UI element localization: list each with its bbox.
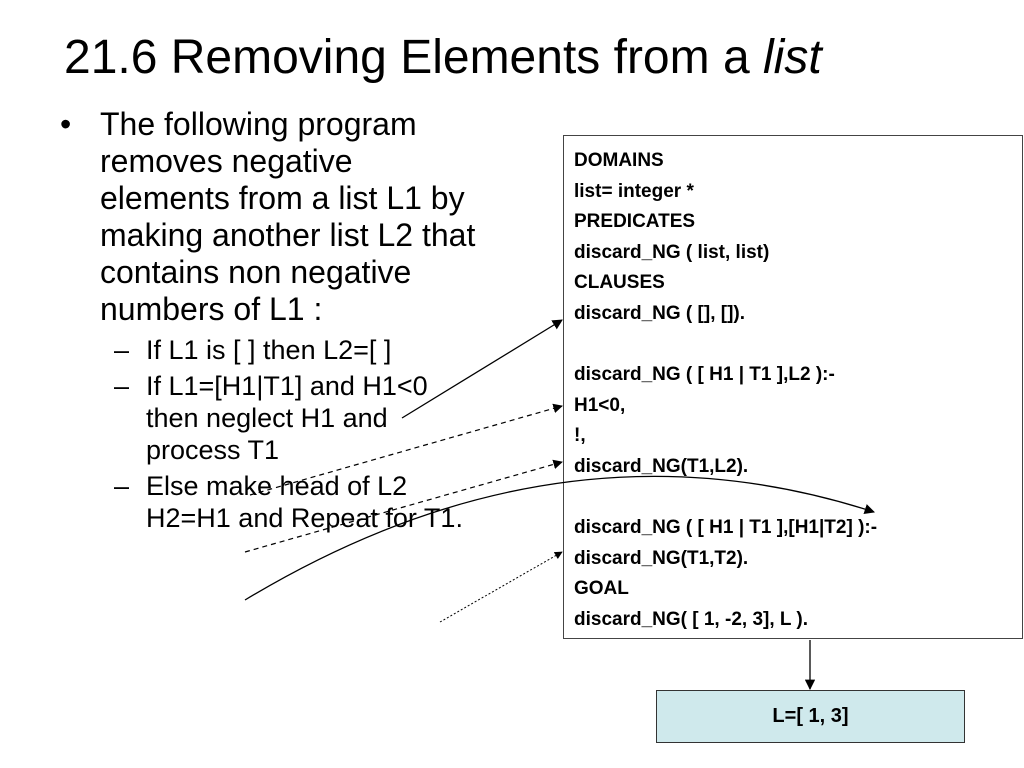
dash-icon: – <box>114 471 130 501</box>
arrow-empty-list <box>401 319 563 419</box>
code-line: list= integer * <box>574 180 694 202</box>
code-box: DOMAINS list= integer * PREDICATES disca… <box>563 135 1023 639</box>
code-line: discard_NG ( [], []). <box>574 302 746 324</box>
main-bullet: • The following program removes negative… <box>60 106 480 328</box>
dash-icon: – <box>114 335 130 365</box>
title-text: 21.6 Removing Elements from a <box>64 31 763 84</box>
bullet-dot-icon: • <box>60 106 72 142</box>
bullet-list: • The following program removes negative… <box>60 106 480 538</box>
sub-bullet: – Else make head of L2 H2=H1 and Repeat … <box>60 470 480 534</box>
result-text: L=[ 1, 3] <box>772 705 849 727</box>
sub-bullet-text: If L1=[H1|T1] and H1<0 then neglect H1 a… <box>146 371 428 465</box>
dash-icon: – <box>114 371 130 401</box>
arrow-repeat <box>439 551 563 623</box>
code-line: discard_NG( [ 1, -2, 3], L ). <box>574 608 809 630</box>
sub-bullet: – If L1=[H1|T1] and H1<0 then neglect H1… <box>60 370 480 466</box>
arrow-make-head <box>244 475 875 601</box>
sub-bullet: – If L1 is [ ] then L2=[ ] <box>60 334 480 366</box>
main-bullet-text: The following program removes negative e… <box>100 106 476 327</box>
code-line: discard_NG ( [ H1 | T1 ],[H1|T2] ):- <box>574 517 878 539</box>
code-line: PREDICATES <box>574 211 696 233</box>
code-line: GOAL <box>574 578 629 600</box>
arrow-negative-check <box>249 403 563 496</box>
code-line: CLAUSES <box>574 272 665 294</box>
arrow-neglect-h1 <box>244 459 563 553</box>
slide-title: 21.6 Removing Elements from a list <box>64 30 822 85</box>
code-line: discard_NG ( [ H1 | T1 ],L2 ):- <box>574 364 835 386</box>
title-emphasis: list <box>762 31 822 84</box>
code-line: discard_NG(T1,T2). <box>574 547 749 569</box>
sub-bullet-list: – If L1 is [ ] then L2=[ ] – If L1=[H1|T… <box>60 334 480 534</box>
code-line: !, <box>574 425 586 447</box>
code-line: discard_NG ( list, list) <box>574 241 770 263</box>
result-box: L=[ 1, 3] <box>656 690 965 743</box>
code-line: discard_NG(T1,L2). <box>574 455 749 477</box>
code-line: H1<0, <box>574 394 626 416</box>
sub-bullet-text: If L1 is [ ] then L2=[ ] <box>146 335 392 365</box>
code-line: DOMAINS <box>574 150 664 171</box>
sub-bullet-text: Else make head of L2 H2=H1 and Repeat fo… <box>146 471 463 533</box>
